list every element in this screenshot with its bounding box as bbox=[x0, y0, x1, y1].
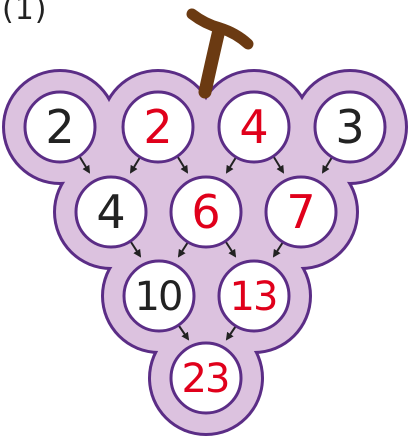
cell-r1-c3: 4 bbox=[217, 90, 291, 164]
cell-value: 10 bbox=[135, 274, 182, 320]
cell-value: 23 bbox=[182, 356, 229, 402]
cell-value: 3 bbox=[335, 100, 364, 154]
cell-value: 7 bbox=[286, 185, 315, 239]
cell-value: 4 bbox=[96, 185, 125, 239]
cell-r1-c2: 2 bbox=[121, 90, 195, 164]
cell-value: 6 bbox=[191, 185, 220, 239]
cell-r3-c2: 13 bbox=[217, 259, 291, 333]
cell-r2-c3: 7 bbox=[264, 175, 338, 249]
cell-r3-c1: 10 bbox=[122, 259, 196, 333]
cell-r2-c2: 6 bbox=[169, 175, 243, 249]
cell-value: 2 bbox=[45, 100, 74, 154]
cell-r4-c1: 23 bbox=[169, 341, 243, 415]
cell-r1-c1: 2 bbox=[23, 90, 97, 164]
cell-value: 13 bbox=[230, 274, 277, 320]
cell-value: 2 bbox=[143, 100, 172, 154]
problem-label: (1) bbox=[2, 0, 48, 27]
grape-stem bbox=[186, 8, 254, 99]
cell-r1-c4: 3 bbox=[313, 90, 387, 164]
cell-r2-c1: 4 bbox=[74, 175, 148, 249]
cell-value: 4 bbox=[239, 100, 268, 154]
